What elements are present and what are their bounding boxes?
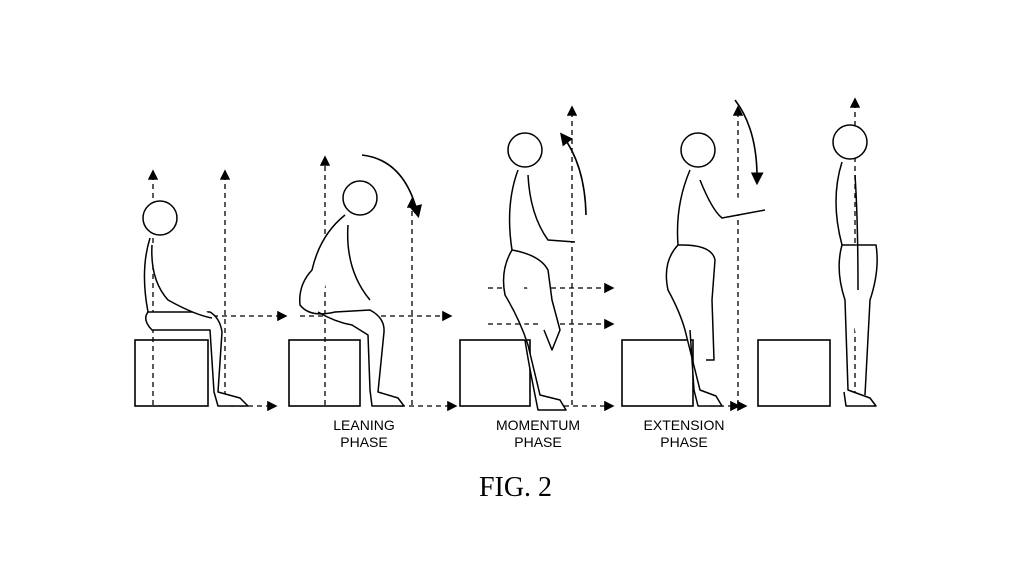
seat-box-1 (134, 339, 209, 407)
figure-extension (665, 132, 766, 407)
label-leaning-line2: PHASE (340, 434, 388, 450)
figure-standing (832, 124, 878, 407)
label-momentum-phase: MOMENTUM PHASE (478, 417, 598, 451)
seat-box-5 (757, 339, 831, 407)
label-leaning-line1: LEANING (333, 417, 395, 433)
figure-momentum (502, 132, 576, 411)
seat-box-4 (621, 339, 694, 407)
label-momentum-line2: PHASE (514, 434, 562, 450)
figure-leaning (299, 180, 405, 407)
label-extension-line2: PHASE (660, 434, 708, 450)
figure-seated (142, 200, 249, 407)
label-extension-line1: EXTENSION (643, 417, 725, 433)
label-leaning-phase: LEANING PHASE (304, 417, 424, 451)
seat-box-3 (459, 339, 531, 407)
label-momentum-line1: MOMENTUM (496, 417, 580, 433)
label-extension-phase: EXTENSION PHASE (624, 417, 744, 451)
figure-caption: FIG. 2 (478, 472, 553, 503)
